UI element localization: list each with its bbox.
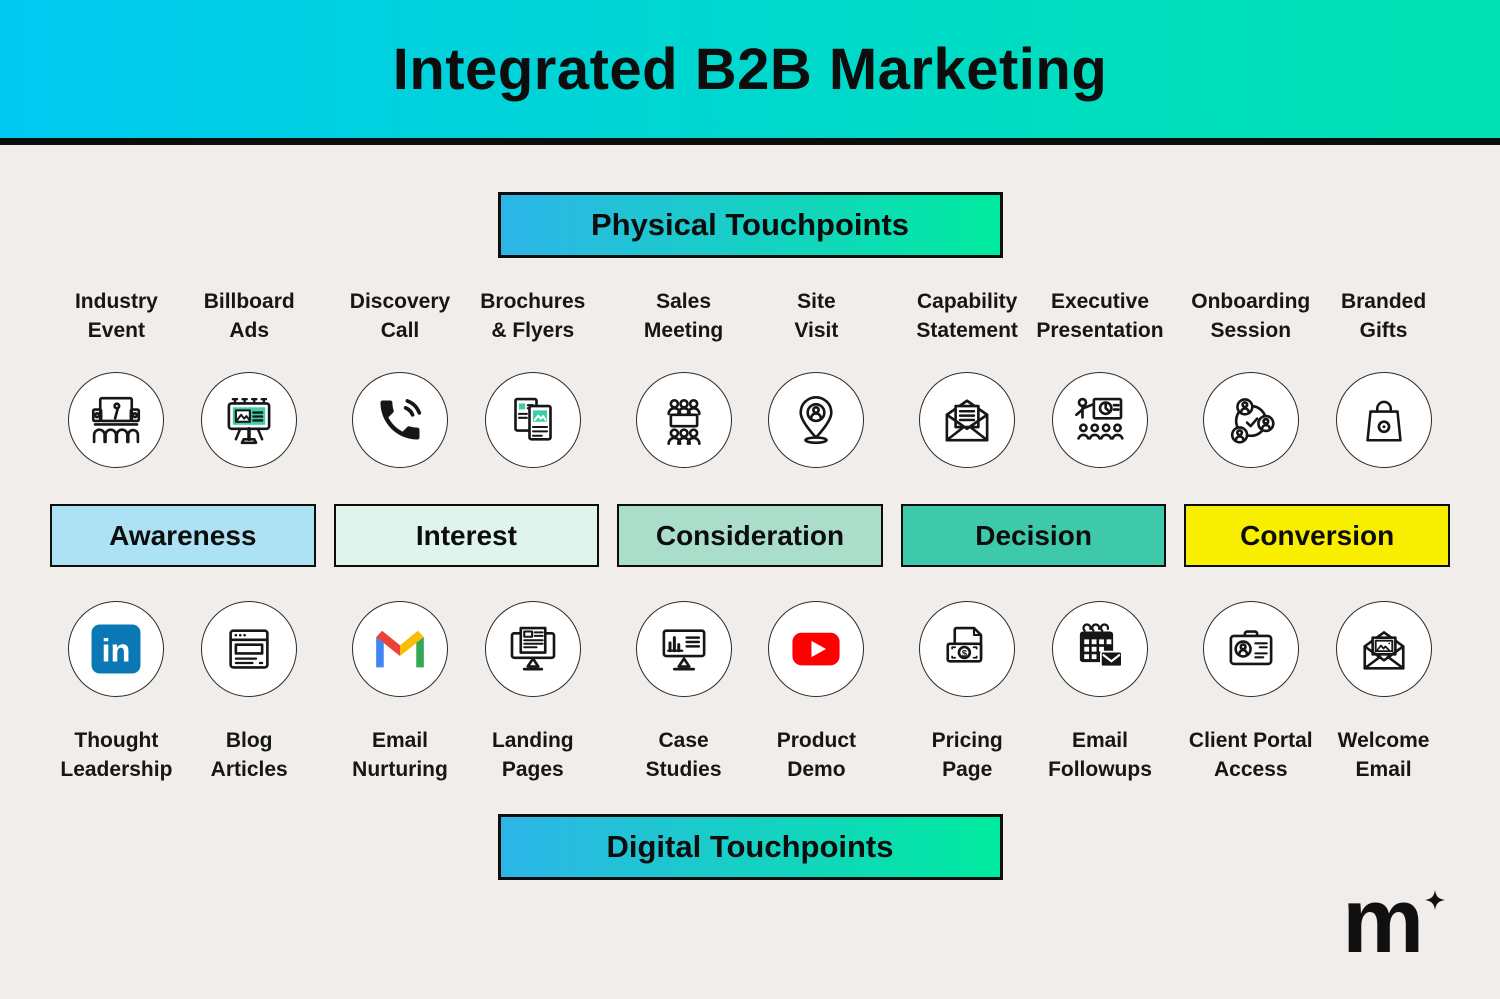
- stage-box-awareness: Awareness: [50, 504, 316, 567]
- digital-labels-row: Client Portal Access Welcome Email: [1184, 724, 1450, 786]
- physical-icons-row: [1184, 372, 1450, 468]
- digital-labels-row: Pricing Page Email Followups: [901, 724, 1167, 786]
- touchpoint-label: Onboarding Session: [1191, 290, 1311, 342]
- stage-group-decision: Capability Statement Executive Presentat…: [900, 285, 1167, 786]
- digital-icons-row: [334, 601, 600, 697]
- industry-event-icon: [68, 372, 165, 468]
- landing-pages-icon: [484, 601, 581, 697]
- touchpoint-label: Case Studies: [645, 729, 722, 781]
- client-portal-icon: [1202, 601, 1299, 697]
- touchpoint-label: Pricing Page: [931, 729, 1003, 781]
- youtube-play-icon: [768, 601, 865, 697]
- touchpoint-label: Product Demo: [776, 729, 857, 781]
- digital-labels-row: Thought Leadership Blog Articles: [50, 724, 316, 786]
- onboarding-session-icon: [1202, 372, 1299, 468]
- brand-logo-letter: m: [1342, 870, 1424, 972]
- touchpoint-label: Executive Presentation: [1036, 290, 1164, 342]
- stage-box-interest: Interest: [333, 504, 600, 567]
- case-studies-icon: [635, 601, 732, 697]
- branded-gifts-icon: [1335, 372, 1432, 468]
- physical-labels-row: Industry Event Billboard Ads: [50, 285, 316, 347]
- touchpoint-label: Discovery Call: [349, 290, 451, 342]
- physical-icons-row: [334, 372, 600, 468]
- page-title: Integrated B2B Marketing: [392, 36, 1108, 102]
- touchpoint-label: Welcome Email: [1337, 729, 1430, 781]
- touchpoint-label: Site Visit: [794, 290, 839, 342]
- welcome-email-icon: [1335, 601, 1432, 697]
- touchpoint-label: Industry Event: [74, 290, 158, 342]
- touchpoint-label: Billboard Ads: [203, 290, 295, 342]
- stage-group-conversion: Onboarding Session Branded Gifts: [1184, 285, 1450, 786]
- sales-meeting-icon: [635, 372, 732, 468]
- physical-labels-row: Sales Meeting Site Visit: [617, 285, 883, 347]
- touchpoint-label: Landing Pages: [491, 729, 574, 781]
- stage-group-awareness: Industry Event Billboard Ads: [50, 285, 316, 786]
- gmail-icon: [351, 601, 448, 697]
- touchpoint-label: Email Followups: [1048, 729, 1152, 781]
- stage-group-interest: Discovery Call Brochures & Flyers: [333, 285, 600, 786]
- svg-text:$: $: [962, 648, 968, 659]
- touchpoint-label: Client Portal Access: [1188, 729, 1313, 781]
- touchpoint-label: Branded Gifts: [1340, 290, 1427, 342]
- executive-presentation-icon: [1051, 372, 1148, 468]
- touchpoint-label: Thought Leadership: [60, 729, 173, 781]
- digital-icons-row: [1184, 601, 1450, 697]
- linkedin-icon: in: [68, 601, 165, 697]
- touchpoint-label: Capability Statement: [916, 290, 1018, 342]
- pricing-page-icon: $: [919, 601, 1016, 697]
- physical-icons-row: [50, 372, 316, 468]
- digital-icons-row: in: [50, 601, 316, 697]
- brand-logo: m: [1342, 870, 1445, 972]
- email-followups-icon: [1051, 601, 1148, 697]
- physical-labels-row: Capability Statement Executive Presentat…: [901, 285, 1167, 347]
- capability-statement-icon: [919, 372, 1016, 468]
- physical-labels-row: Onboarding Session Branded Gifts: [1184, 285, 1450, 347]
- svg-text:in: in: [102, 632, 131, 669]
- stage-box-decision: Decision: [900, 504, 1167, 567]
- physical-icons-row: [901, 372, 1167, 468]
- sparkle-icon: [1425, 890, 1445, 910]
- stage-group-consideration: Sales Meeting Site Visit: [617, 285, 883, 786]
- physical-icons-row: [617, 372, 883, 468]
- header-banner: Integrated B2B Marketing: [0, 0, 1500, 145]
- touchpoint-label: Sales Meeting: [643, 290, 724, 342]
- touchpoint-label: Email Nurturing: [352, 729, 448, 781]
- funnel-grid: Industry Event Billboard Ads: [0, 285, 1500, 786]
- brochures-icon: [484, 372, 581, 468]
- touchpoint-label: Brochures & Flyers: [480, 290, 586, 342]
- digital-touchpoints-banner: Digital Touchpoints: [497, 814, 1003, 880]
- stage-box-conversion: Conversion: [1184, 504, 1450, 567]
- physical-touchpoints-banner: Physical Touchpoints: [497, 192, 1003, 258]
- site-visit-icon: [768, 372, 865, 468]
- phone-call-icon: [351, 372, 448, 468]
- physical-labels-row: Discovery Call Brochures & Flyers: [334, 285, 600, 347]
- touchpoint-label: Blog Articles: [210, 729, 288, 781]
- billboard-ads-icon: [201, 372, 298, 468]
- digital-labels-row: Email Nurturing Landing Pages: [334, 724, 600, 786]
- blog-articles-icon: [201, 601, 298, 697]
- digital-icons-row: [617, 601, 883, 697]
- digital-icons-row: $: [901, 601, 1167, 697]
- digital-labels-row: Case Studies Product Demo: [617, 724, 883, 786]
- stage-box-consideration: Consideration: [617, 504, 883, 567]
